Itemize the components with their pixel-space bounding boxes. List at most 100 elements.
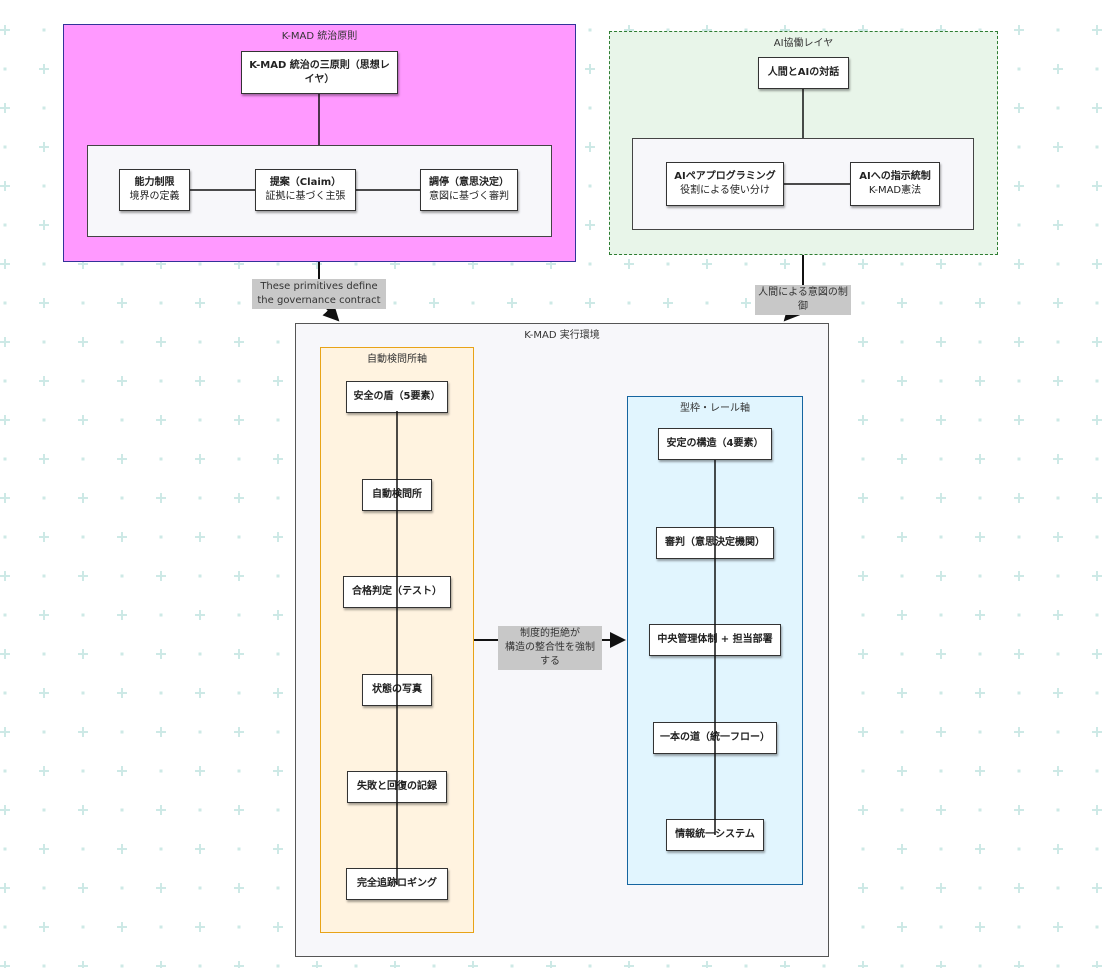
rail_axis-node-3[interactable]: 中央管理体制 + 担当部署 xyxy=(649,624,781,656)
grid-mark xyxy=(234,883,244,893)
grid-mark xyxy=(936,727,946,737)
grid-mark xyxy=(897,532,907,542)
grid-mark xyxy=(78,805,88,815)
checkpoint_axis-node-4[interactable]: 状態の写真 xyxy=(362,674,432,706)
grid-mark xyxy=(663,298,673,308)
grid-mark xyxy=(1092,493,1102,503)
grid-mark xyxy=(234,415,244,425)
grid-mark xyxy=(117,844,127,854)
grid-mark xyxy=(312,961,322,968)
grid-mark xyxy=(1014,727,1024,737)
grid-mark xyxy=(1014,415,1024,425)
checkpoint_axis-node-3[interactable]: 合格判定（テスト） xyxy=(343,576,451,608)
rail_axis-node-1[interactable]: 安定の構造（4要素） xyxy=(658,428,772,460)
grid-mark xyxy=(858,259,868,269)
grid-mark xyxy=(234,571,244,581)
grid-mark xyxy=(975,298,985,308)
grid-mark xyxy=(897,610,907,620)
rail-axis-title: 型枠・レール軸 xyxy=(680,403,750,414)
grid-mark xyxy=(741,298,751,308)
grid-mark xyxy=(39,142,49,152)
grid-mark xyxy=(780,961,790,968)
grid-mark xyxy=(117,532,127,542)
grid-mark xyxy=(975,454,985,464)
grid-mark xyxy=(195,454,205,464)
grid-mark xyxy=(195,766,205,776)
ai-control-sub: K-MAD憲法 xyxy=(868,185,922,196)
three-principles-label: K-MAD 統治の三原則（思想レイヤ） xyxy=(249,59,390,85)
grid-mark xyxy=(195,532,205,542)
checkpoint_axis-node-2[interactable]: 自動検問所 xyxy=(362,479,432,511)
grid-mark xyxy=(1014,649,1024,659)
grid-mark xyxy=(234,805,244,815)
grid-mark xyxy=(1053,220,1063,230)
grid-mark xyxy=(1053,532,1063,542)
grid-mark xyxy=(1014,883,1024,893)
grid-mark xyxy=(117,454,127,464)
grid-mark xyxy=(39,454,49,464)
checkpoint_axis-node-label: 安全の盾（5要素） xyxy=(353,391,441,402)
grid-mark xyxy=(624,961,634,968)
checkpoint-axis-title: 自動検問所軸 xyxy=(367,354,427,365)
grid-mark xyxy=(858,493,868,503)
checkpoint_axis-node-label: 状態の写真 xyxy=(372,684,422,695)
grid-mark xyxy=(1053,298,1063,308)
three-principles-node[interactable]: K-MAD 統治の三原則（思想レイヤ） xyxy=(241,51,398,94)
grid-mark xyxy=(39,64,49,74)
grid-mark xyxy=(1014,259,1024,269)
edge-label-rejection: 制度的拒絶が 構造の整合性を強制する xyxy=(498,626,602,670)
grid-mark xyxy=(897,844,907,854)
pair-programming-title: AIペアプログラミング xyxy=(674,171,776,182)
grid-mark xyxy=(273,766,283,776)
grid-mark xyxy=(273,454,283,464)
grid-mark xyxy=(0,493,10,503)
grid-mark xyxy=(156,649,166,659)
grid-mark xyxy=(1014,571,1024,581)
grid-mark xyxy=(0,961,10,968)
grid-mark xyxy=(624,259,634,269)
pair-programming-node[interactable]: AIペアプログラミング 役割による使い分け xyxy=(666,162,784,206)
grid-mark xyxy=(39,922,49,932)
grid-mark xyxy=(39,376,49,386)
grid-mark xyxy=(234,493,244,503)
rail_axis-node-4[interactable]: 一本の道（統一フロー） xyxy=(653,722,777,754)
capability-node[interactable]: 能力制限 境界の定義 xyxy=(119,169,190,211)
capability-sub: 境界の定義 xyxy=(129,191,180,202)
grid-mark xyxy=(1092,883,1102,893)
grid-mark xyxy=(1053,688,1063,698)
checkpoint_axis-node-5[interactable]: 失敗と回復の記録 xyxy=(347,771,447,803)
grid-mark xyxy=(234,337,244,347)
grid-mark xyxy=(1014,103,1024,113)
grid-mark xyxy=(39,532,49,542)
grid-mark xyxy=(0,259,10,269)
grid-mark xyxy=(273,688,283,698)
grid-mark xyxy=(858,805,868,815)
grid-mark xyxy=(117,376,127,386)
checkpoint_axis-node-label: 合格判定（テスト） xyxy=(352,586,442,597)
ai-control-title: AIへの指示統制 xyxy=(859,171,931,182)
grid-mark xyxy=(936,259,946,269)
dialogue-node[interactable]: 人間とAIの対話 xyxy=(758,57,849,89)
grid-mark xyxy=(1014,961,1024,968)
grid-mark xyxy=(936,493,946,503)
checkpoint_axis-node-label: 完全追跡ロギング xyxy=(357,878,437,889)
rail_axis-node-2[interactable]: 審判（意思決定機関） xyxy=(656,527,774,559)
capability-title: 能力制限 xyxy=(134,177,175,188)
grid-mark xyxy=(1092,961,1102,968)
ai-control-node[interactable]: AIへの指示統制 K-MAD憲法 xyxy=(850,162,940,206)
checkpoint_axis-node-1[interactable]: 安全の盾（5要素） xyxy=(346,381,448,413)
grid-mark xyxy=(1053,922,1063,932)
grid-mark xyxy=(1092,259,1102,269)
grid-mark xyxy=(117,922,127,932)
grid-mark xyxy=(858,883,868,893)
grid-mark xyxy=(1014,337,1024,347)
grid-mark xyxy=(234,727,244,737)
rail_axis-node-label: 中央管理体制 + 担当部署 xyxy=(657,634,773,645)
grid-mark xyxy=(39,766,49,776)
claim-node[interactable]: 提案（Claim） 証拠に基づく主張 xyxy=(255,169,356,211)
grid-mark xyxy=(0,181,10,191)
mediation-node[interactable]: 調停（意思決定） 意図に基づく審判 xyxy=(420,169,518,211)
checkpoint_axis-node-6[interactable]: 完全追跡ロギング xyxy=(346,868,448,900)
grid-mark xyxy=(1053,766,1063,776)
rail_axis-node-5[interactable]: 情報統一システム xyxy=(666,819,764,851)
